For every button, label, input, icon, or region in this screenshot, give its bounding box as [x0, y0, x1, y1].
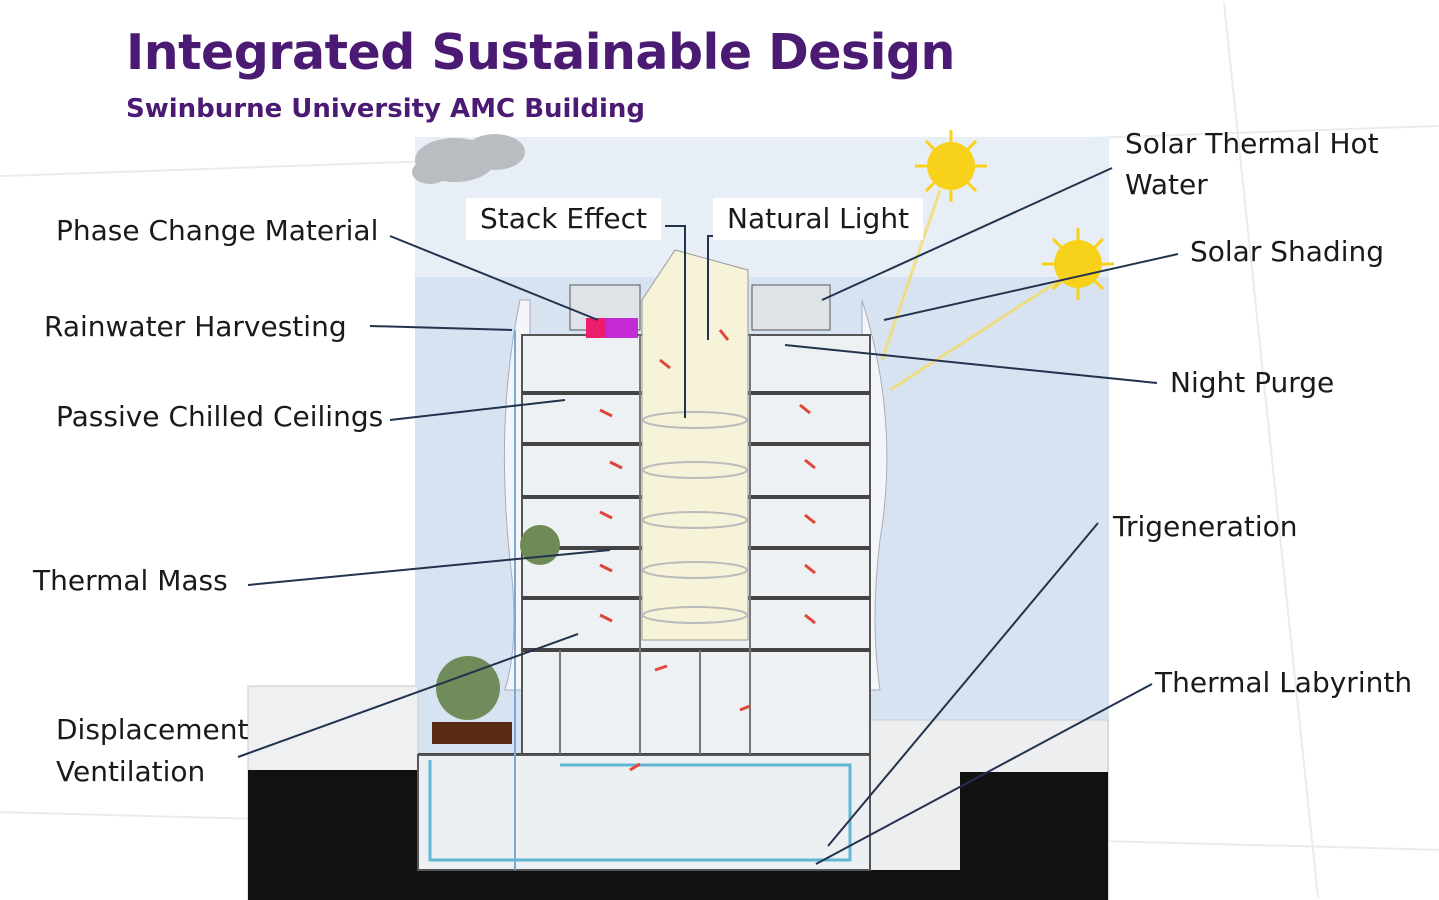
label-displacement: Displacement — [56, 713, 249, 746]
label-phase-change-material: Phase Change Material — [56, 214, 379, 247]
label-passive-chilled-ceilings: Passive Chilled Ceilings — [56, 400, 384, 433]
atrium-stack — [641, 249, 749, 641]
phase-change-panel-accent — [586, 318, 606, 338]
ground-dark — [248, 770, 418, 900]
label-thermal-mass: Thermal Mass — [33, 564, 228, 597]
internal-wall — [559, 335, 751, 755]
label-thermal-labyrinth: Thermal Labyrinth — [1155, 666, 1413, 699]
label-trigeneration: Trigeneration — [1113, 510, 1298, 543]
roof-plant — [751, 284, 831, 331]
label-natural-light: Natural Light — [713, 198, 924, 240]
ground-dark — [960, 772, 1108, 900]
water-pipe — [428, 760, 852, 862]
planter — [432, 722, 512, 744]
label-stack-effect: Stack Effect — [466, 198, 662, 240]
label-rainwater-harvesting: Rainwater Harvesting — [44, 310, 347, 343]
label-solar-shading: Solar Shading — [1190, 235, 1385, 268]
cloud-icon — [412, 134, 525, 184]
label-night-purge: Night Purge — [1170, 366, 1335, 399]
page-subtitle: Swinburne University AMC Building — [126, 94, 645, 124]
sun-ray — [880, 189, 1061, 392]
tree-icon — [436, 656, 500, 720]
label-water: Water — [1125, 168, 1208, 201]
atrium-ring — [642, 411, 748, 624]
basement — [417, 754, 871, 871]
airflow-arrow — [599, 329, 816, 772]
page-title: Integrated Sustainable Design — [126, 24, 955, 81]
label-ventilation: Ventilation — [56, 755, 206, 788]
label-solar-thermal-hot: Solar Thermal Hot — [1125, 127, 1379, 160]
leader-line — [237, 167, 1179, 865]
sun-icon — [915, 130, 987, 202]
sun-icon — [1042, 228, 1114, 300]
ground-dark — [418, 870, 960, 900]
